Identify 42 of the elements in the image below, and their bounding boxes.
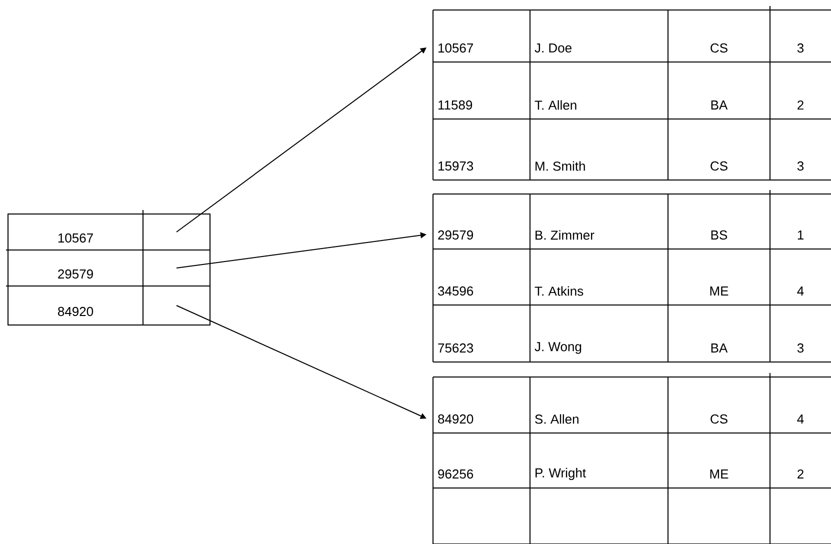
cell-text: S. Allen	[535, 414, 578, 424]
cell-text: 3	[797, 343, 804, 353]
cell-text: ME	[710, 470, 728, 478]
cell-text: 15973	[438, 161, 474, 171]
cell-text: 4	[797, 414, 804, 424]
cell-text: CS	[710, 414, 728, 424]
cell-text: BA	[711, 100, 728, 110]
cell-text: 96256	[438, 469, 474, 479]
cell-text: B. Zimmer	[536, 230, 594, 240]
cell-text: 1	[798, 230, 804, 240]
cell-text: BA	[711, 344, 728, 352]
cell-text: ME	[710, 286, 728, 296]
cell-text: 75623	[438, 343, 474, 353]
cell-text: 29579	[438, 230, 474, 240]
cell-text: J. Wong	[534, 342, 582, 354]
cell-text: 84920	[438, 414, 474, 424]
cell-text: P. Wright	[536, 468, 586, 480]
cell-text: CS	[710, 43, 728, 53]
cell-text: T. Allen	[534, 100, 576, 110]
pointer-cell	[142, 250, 210, 286]
arrow	[176, 48, 426, 232]
pointer-cell	[142, 286, 210, 326]
cell-text: 3	[797, 161, 804, 171]
cell-text: J. Doe	[534, 43, 572, 53]
cell-text: 4	[797, 286, 804, 296]
cell-text: 10567	[438, 43, 473, 53]
cell-text: CS	[710, 161, 728, 171]
cell-text: BS	[711, 230, 728, 240]
key-text: 84920	[58, 306, 94, 316]
data-block	[432, 372, 831, 544]
data-block	[432, 190, 831, 362]
cell-text: 34596	[438, 286, 474, 296]
pointer-cell	[142, 214, 210, 250]
cell-text: 2	[798, 100, 804, 110]
data-block	[432, 6, 831, 180]
key-text: 10567	[58, 233, 93, 243]
cell-text: 2	[798, 469, 804, 479]
cell-text: 11589	[438, 100, 472, 110]
cell-text: T. Atkins	[534, 286, 584, 296]
key-text: 29579	[58, 269, 93, 279]
cell-text: M. Smith	[536, 161, 585, 171]
cell-text: 3	[797, 43, 804, 53]
